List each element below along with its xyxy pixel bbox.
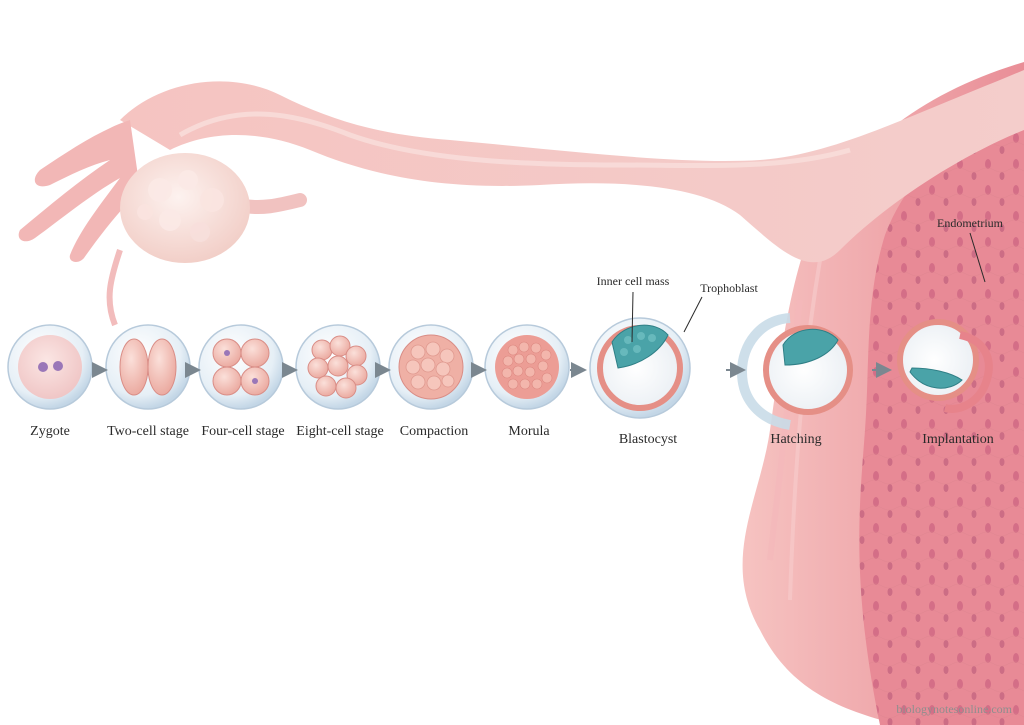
leader-inner-cell-mass	[631, 291, 634, 343]
stage-compaction	[388, 324, 474, 410]
stage-label-compaction: Compaction	[399, 424, 469, 439]
stage-label-zygote: Zygote	[30, 424, 70, 439]
annotation-endometrium: Endometrium	[937, 216, 1003, 230]
stage-morula	[484, 324, 570, 410]
stage-label-hatching: Hatching	[770, 432, 822, 447]
stage-four-cell	[198, 324, 284, 410]
leader-endometrium	[969, 232, 986, 283]
fallopian-tube	[18, 70, 1024, 327]
stage-eight-cell	[295, 324, 381, 410]
watermark: biologynotesonline.com	[896, 702, 1012, 716]
stage-zygote	[7, 324, 93, 410]
ovary	[120, 153, 250, 263]
annotation-trophoblast: Trophoblast	[700, 281, 758, 295]
stage-label-eight-cell: Eight-cell stage	[296, 424, 384, 439]
stage-blastocyst	[589, 317, 691, 419]
stage-label-implantation: Implantation	[922, 432, 994, 447]
stage-implantation	[897, 319, 993, 413]
leader-lines	[631, 232, 986, 343]
stage-two-cell	[105, 324, 191, 410]
stage-label-morula: Morula	[508, 424, 550, 439]
stage-label-four-cell: Four-cell stage	[201, 424, 285, 439]
stage-hatching	[736, 313, 853, 430]
annotation-inner-cell-mass: Inner cell mass	[596, 274, 670, 288]
stage-label-two-cell: Two-cell stage	[107, 424, 189, 439]
leader-trophoblast	[683, 296, 703, 333]
stage-label-blastocyst: Blastocyst	[618, 432, 678, 447]
